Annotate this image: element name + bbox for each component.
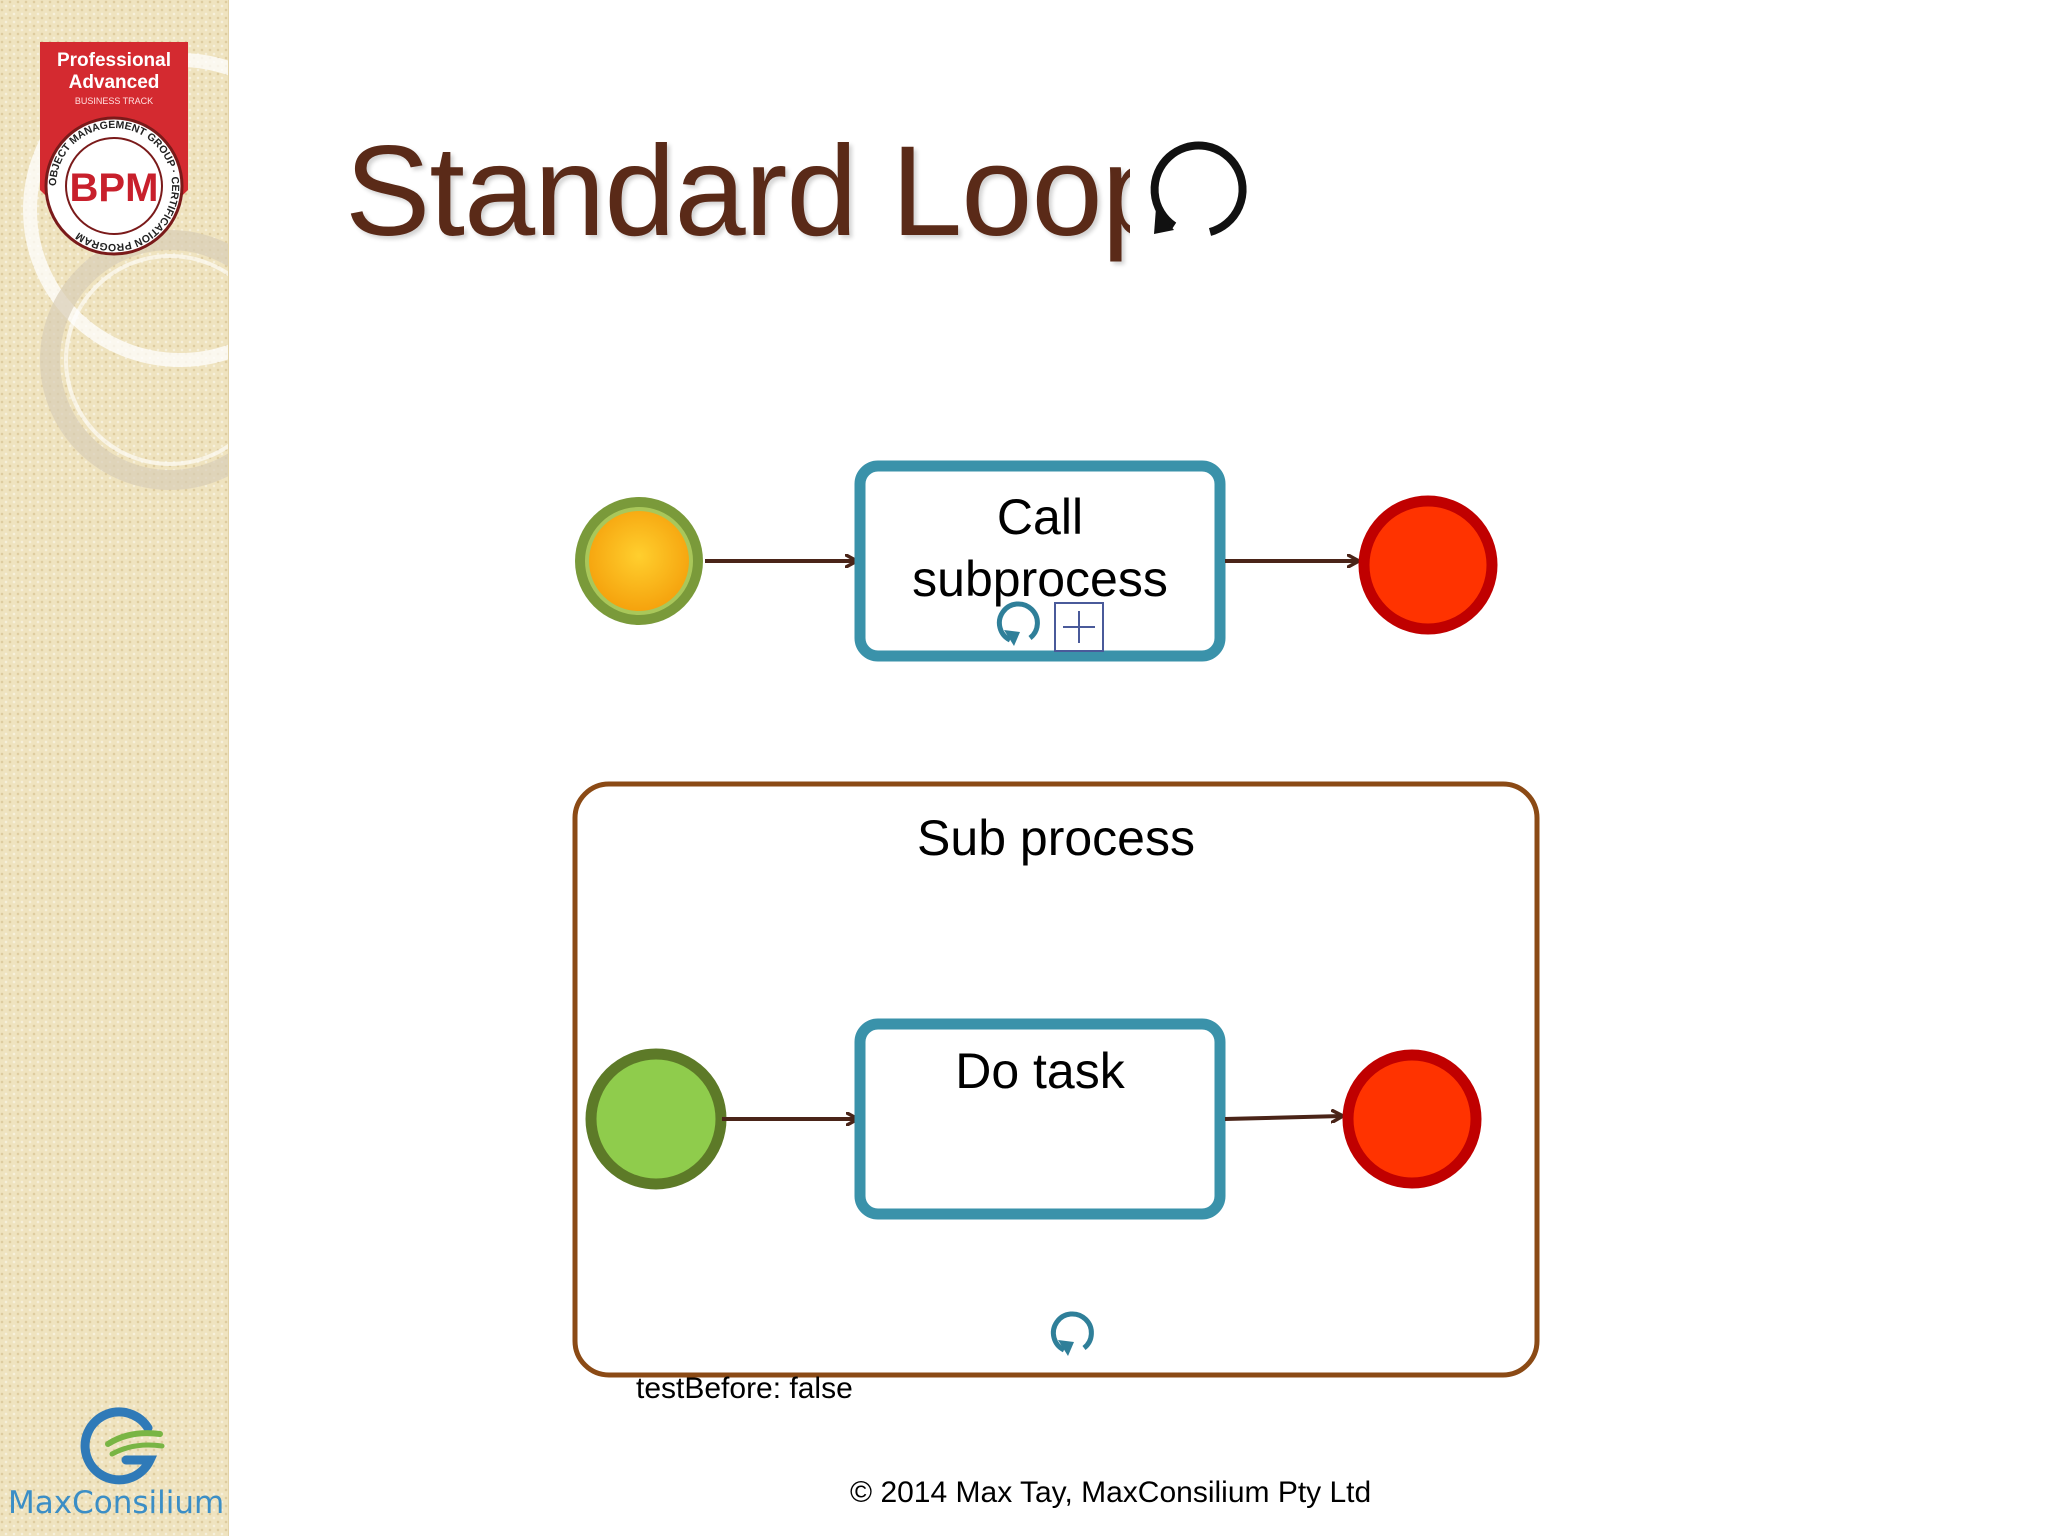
do-task: [854, 1018, 1226, 1220]
loop-marker-icon: [996, 601, 1040, 646]
do-task-label: Do task: [955, 1043, 1125, 1099]
call-subprocess-label-line1: Call: [996, 489, 1084, 545]
sidebar: Professional Advanced BUSINESS TRACK OBJ…: [0, 0, 229, 1536]
collapsed-subprocess-plus-icon: [1054, 602, 1104, 652]
omg-bpm-badge: Professional Advanced BUSINESS TRACK OBJ…: [40, 42, 188, 256]
brand-name: MaxConsilium: [8, 1485, 225, 1521]
copyright-footer: © 2014 Max Tay, MaxConsilium Pty Ltd: [850, 1476, 1372, 1509]
call-subprocess-task: [854, 460, 1226, 662]
badge-line2: Advanced: [69, 72, 160, 93]
loop-marker-icon: [1050, 1311, 1094, 1356]
call-subprocess-label: Call subprocess: [870, 486, 1210, 610]
call-subprocess-label-line2: subprocess: [912, 551, 1168, 607]
badge-line3: BUSINESS TRACK: [75, 96, 153, 106]
test-before-note: testBefore: false: [636, 1372, 853, 1405]
sub-process-label: Sub process: [917, 810, 1195, 866]
start-event-2: [585, 1048, 727, 1190]
standard-loop-icon: [1130, 130, 1260, 250]
badge-line1: Professional: [57, 50, 171, 71]
sequence-flow: [1224, 1116, 1342, 1119]
end-event-2: [1342, 1049, 1482, 1189]
start-event-1: [585, 507, 693, 615]
badge-logo-text: BPM: [70, 166, 159, 210]
end-event-1: [1358, 495, 1498, 635]
page-title: Standard Loop: [345, 120, 1173, 263]
maxconsilium-g-icon: [80, 1407, 165, 1485]
